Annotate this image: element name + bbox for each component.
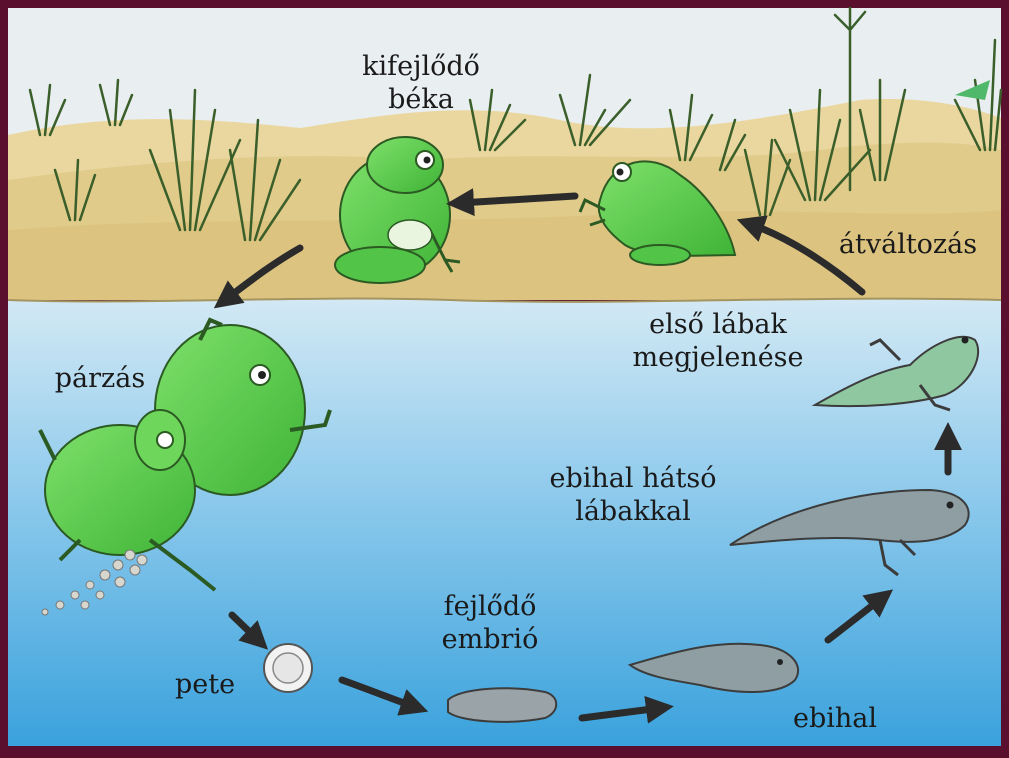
label-adult-frog: kifejlődő béka <box>318 50 524 116</box>
label-embryo-line1: fejlődő <box>420 590 560 623</box>
label-embryo-line2: embrió <box>420 623 560 656</box>
label-tadpole: ebihal <box>775 702 895 735</box>
label-front-legs-line1: első lábak <box>612 308 824 341</box>
label-embryo: fejlődő embrió <box>420 590 560 656</box>
label-metamorphosis: átváltozás <box>818 228 998 261</box>
embryo <box>448 688 556 722</box>
label-hind-legs-line1: ebihal hátsó <box>528 462 738 495</box>
label-hind-legs: ebihal hátsó lábakkal <box>528 462 738 528</box>
label-mating: párzás <box>40 362 160 395</box>
label-egg: pete <box>165 668 245 701</box>
label-adult-line1: kifejlődő <box>318 50 524 83</box>
label-hind-legs-line2: lábakkal <box>528 495 738 528</box>
label-front-legs-line2: megjelenése <box>612 341 824 374</box>
label-front-legs: első lábak megjelenése <box>612 308 824 374</box>
label-adult-line2: béka <box>318 83 524 116</box>
egg <box>264 644 312 692</box>
